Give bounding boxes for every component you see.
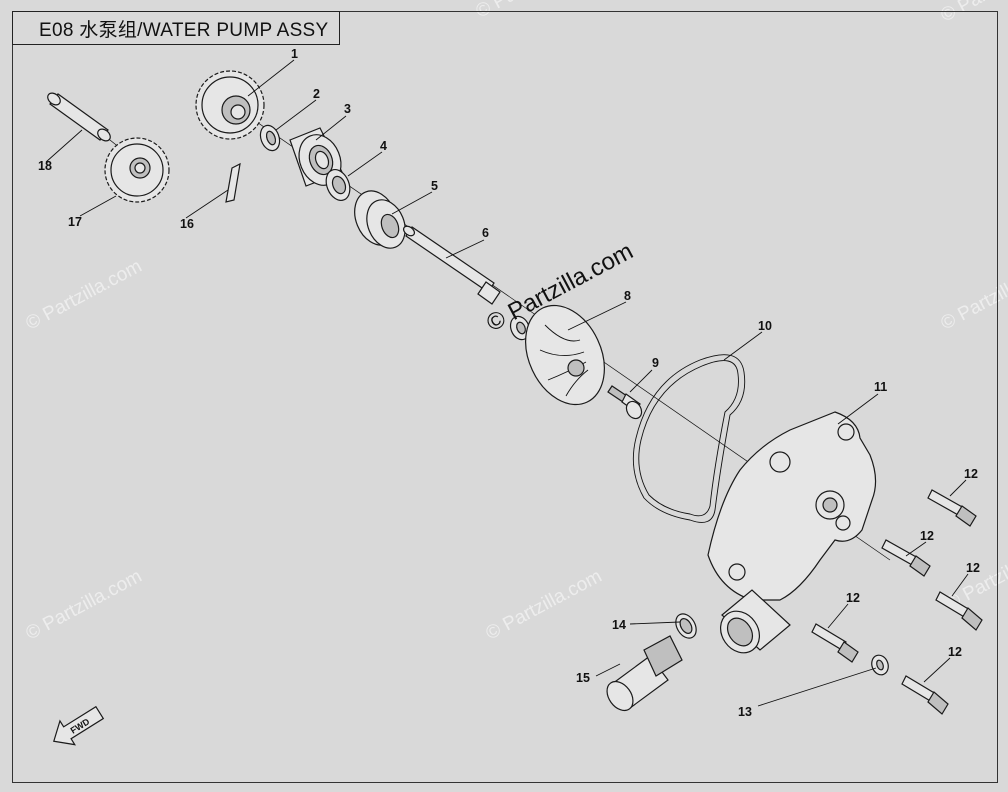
- watermark-left-lower: © Partzilla.com: [22, 566, 145, 645]
- watermark-left-upper: © Partzilla.com: [22, 256, 145, 335]
- diagram-title-box: E08 水泵组/WATER PUMP ASSY: [12, 11, 340, 45]
- part-17-gear[interactable]: [104, 137, 170, 203]
- callout-10[interactable]: 10: [758, 319, 772, 333]
- part-13-washer[interactable]: [869, 653, 891, 677]
- diagram-title: E08 水泵组/WATER PUMP ASSY: [39, 19, 329, 41]
- callout-labels: 1 2 3 4 5 6 8 9 10 11 12 12 12 12 12 13 …: [38, 47, 980, 719]
- part-6-shaft[interactable]: [402, 224, 501, 305]
- part-15-o-ring[interactable]: [672, 610, 701, 642]
- part-18-pin[interactable]: [45, 91, 112, 144]
- part-9-bolt[interactable]: [607, 385, 645, 421]
- callout-15[interactable]: 14: [612, 618, 626, 632]
- part-16-key[interactable]: [225, 162, 241, 203]
- part-10-gasket[interactable]: [632, 354, 746, 523]
- callout-16[interactable]: 16: [180, 217, 194, 231]
- callout-5[interactable]: 5: [431, 179, 438, 193]
- part-12-bolt-b[interactable]: [881, 539, 931, 577]
- callout-14[interactable]: 15: [576, 671, 590, 685]
- callout-12-e[interactable]: 12: [948, 645, 962, 659]
- part-2-washer[interactable]: [257, 123, 283, 154]
- part-12-bolt-e[interactable]: [901, 675, 949, 715]
- part-11-pump-cover[interactable]: [707, 411, 877, 660]
- part-8-impeller[interactable]: [510, 293, 619, 418]
- shaft-washer[interactable]: [507, 314, 533, 343]
- callout-12-b[interactable]: 12: [920, 529, 934, 543]
- callout-9[interactable]: 9: [652, 356, 659, 370]
- part-5-mechanical-seal[interactable]: [347, 185, 412, 254]
- watermark-center-lower: © Partzilla.com: [482, 566, 605, 645]
- callout-17[interactable]: 17: [68, 215, 82, 229]
- callout-12-c[interactable]: 12: [966, 561, 980, 575]
- callout-2[interactable]: 2: [313, 87, 320, 101]
- watermark-top-right: © Partzilla.com: [937, 0, 1008, 26]
- callout-12-a[interactable]: 12: [964, 467, 978, 481]
- callout-1[interactable]: 1: [291, 47, 298, 61]
- part-14-fitting[interactable]: [602, 635, 683, 715]
- part-4-seal[interactable]: [322, 166, 354, 204]
- part-12-bolt-c[interactable]: [935, 591, 983, 631]
- part-12-bolt-d[interactable]: [811, 623, 859, 663]
- callout-12-d[interactable]: 12: [846, 591, 860, 605]
- callout-8[interactable]: 8: [624, 289, 631, 303]
- part-12-bolt-a[interactable]: [927, 489, 977, 527]
- part-1-gear[interactable]: [195, 70, 265, 140]
- fwd-arrow: FWD: [53, 705, 105, 746]
- callout-3[interactable]: 3: [344, 102, 351, 116]
- watermark-right-mid: © Partzilla.com: [937, 256, 1008, 335]
- callout-6[interactable]: 6: [482, 226, 489, 240]
- callout-4[interactable]: 4: [380, 139, 387, 153]
- callout-18[interactable]: 18: [38, 159, 52, 173]
- callout-11[interactable]: 11: [874, 380, 887, 394]
- leader-lines: [45, 59, 969, 707]
- callout-13[interactable]: 13: [738, 705, 752, 719]
- watermark-top-center: © Partzilla.com: [472, 0, 595, 22]
